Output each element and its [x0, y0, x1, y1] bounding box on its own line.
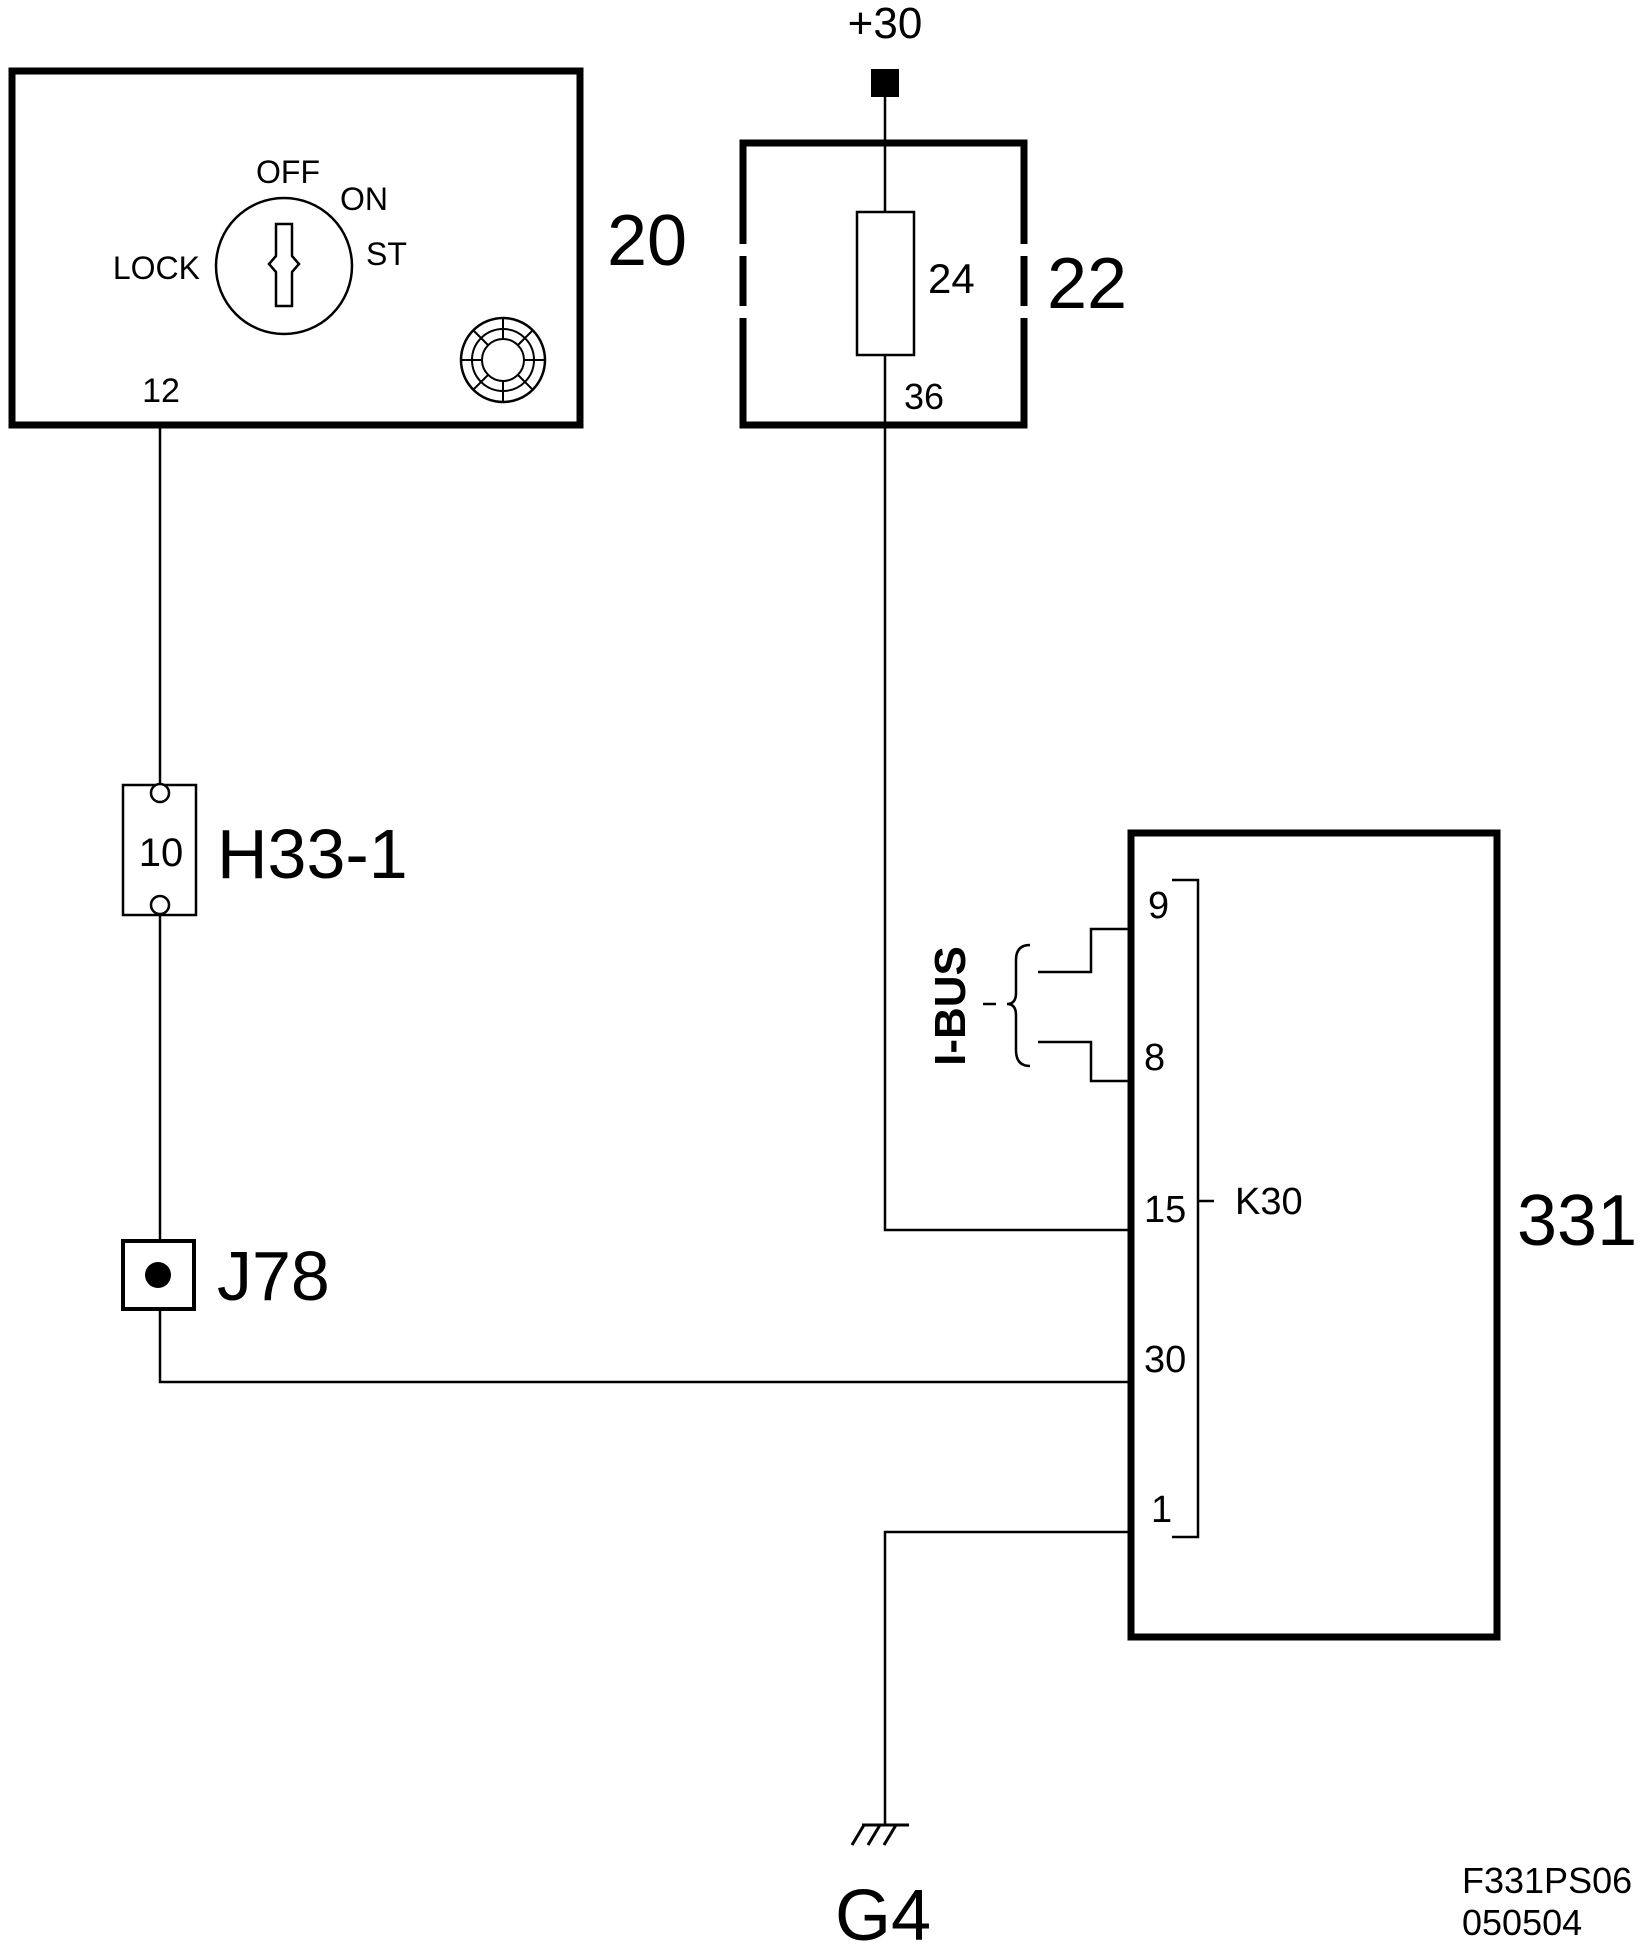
splice-id: J78: [217, 1237, 330, 1315]
drawing-code: F331PS06: [1462, 1860, 1632, 1901]
ignition-switch: OFF ON LOCK ST 12: [8, 67, 584, 429]
drawing-date: 050504: [1462, 1902, 1582, 1943]
bus-label: I-BUS: [926, 946, 975, 1066]
connector-id: H33-1: [217, 815, 408, 893]
module-pin-9: 9: [1148, 885, 1169, 927]
key-icon: [267, 222, 301, 308]
connector-pin: 10: [139, 831, 184, 875]
position-lock: LOCK: [113, 250, 200, 286]
supply-label: +30: [848, 0, 923, 48]
module-group-label: K30: [1235, 1181, 1303, 1223]
position-on: ON: [340, 181, 388, 217]
position-start: ST: [366, 236, 407, 272]
fuse-box-pin: 36: [904, 376, 944, 417]
control-module: 9 8 15 30 1 K30: [1127, 829, 1501, 1641]
module-pin-30: 30: [1144, 1339, 1186, 1381]
ground-id: G4: [835, 1876, 931, 1946]
supply-terminal: [871, 69, 899, 97]
connector: 10: [121, 782, 198, 917]
immobilizer-ring-icon: [459, 316, 547, 404]
splice: [121, 1239, 196, 1311]
control-module-id: 331: [1517, 1181, 1637, 1261]
module-pin-1: 1: [1151, 1489, 1172, 1531]
position-off: OFF: [256, 154, 320, 190]
key-cylinder: [214, 196, 354, 336]
module-pin-15: 15: [1144, 1189, 1186, 1231]
ignition-switch-pin: 12: [142, 372, 180, 410]
fuse-box-id: 22: [1047, 244, 1127, 324]
ignition-switch-id: 20: [607, 201, 687, 281]
wiring: [158, 97, 1131, 1825]
ground-symbol-icon: [850, 1823, 909, 1846]
fuse-element: [855, 210, 916, 357]
fuse-box: 24 36: [739, 139, 1028, 429]
fuse-number: 24: [928, 255, 975, 302]
bus-brace: [1006, 943, 1031, 1068]
module-pin-8: 8: [1144, 1037, 1165, 1079]
